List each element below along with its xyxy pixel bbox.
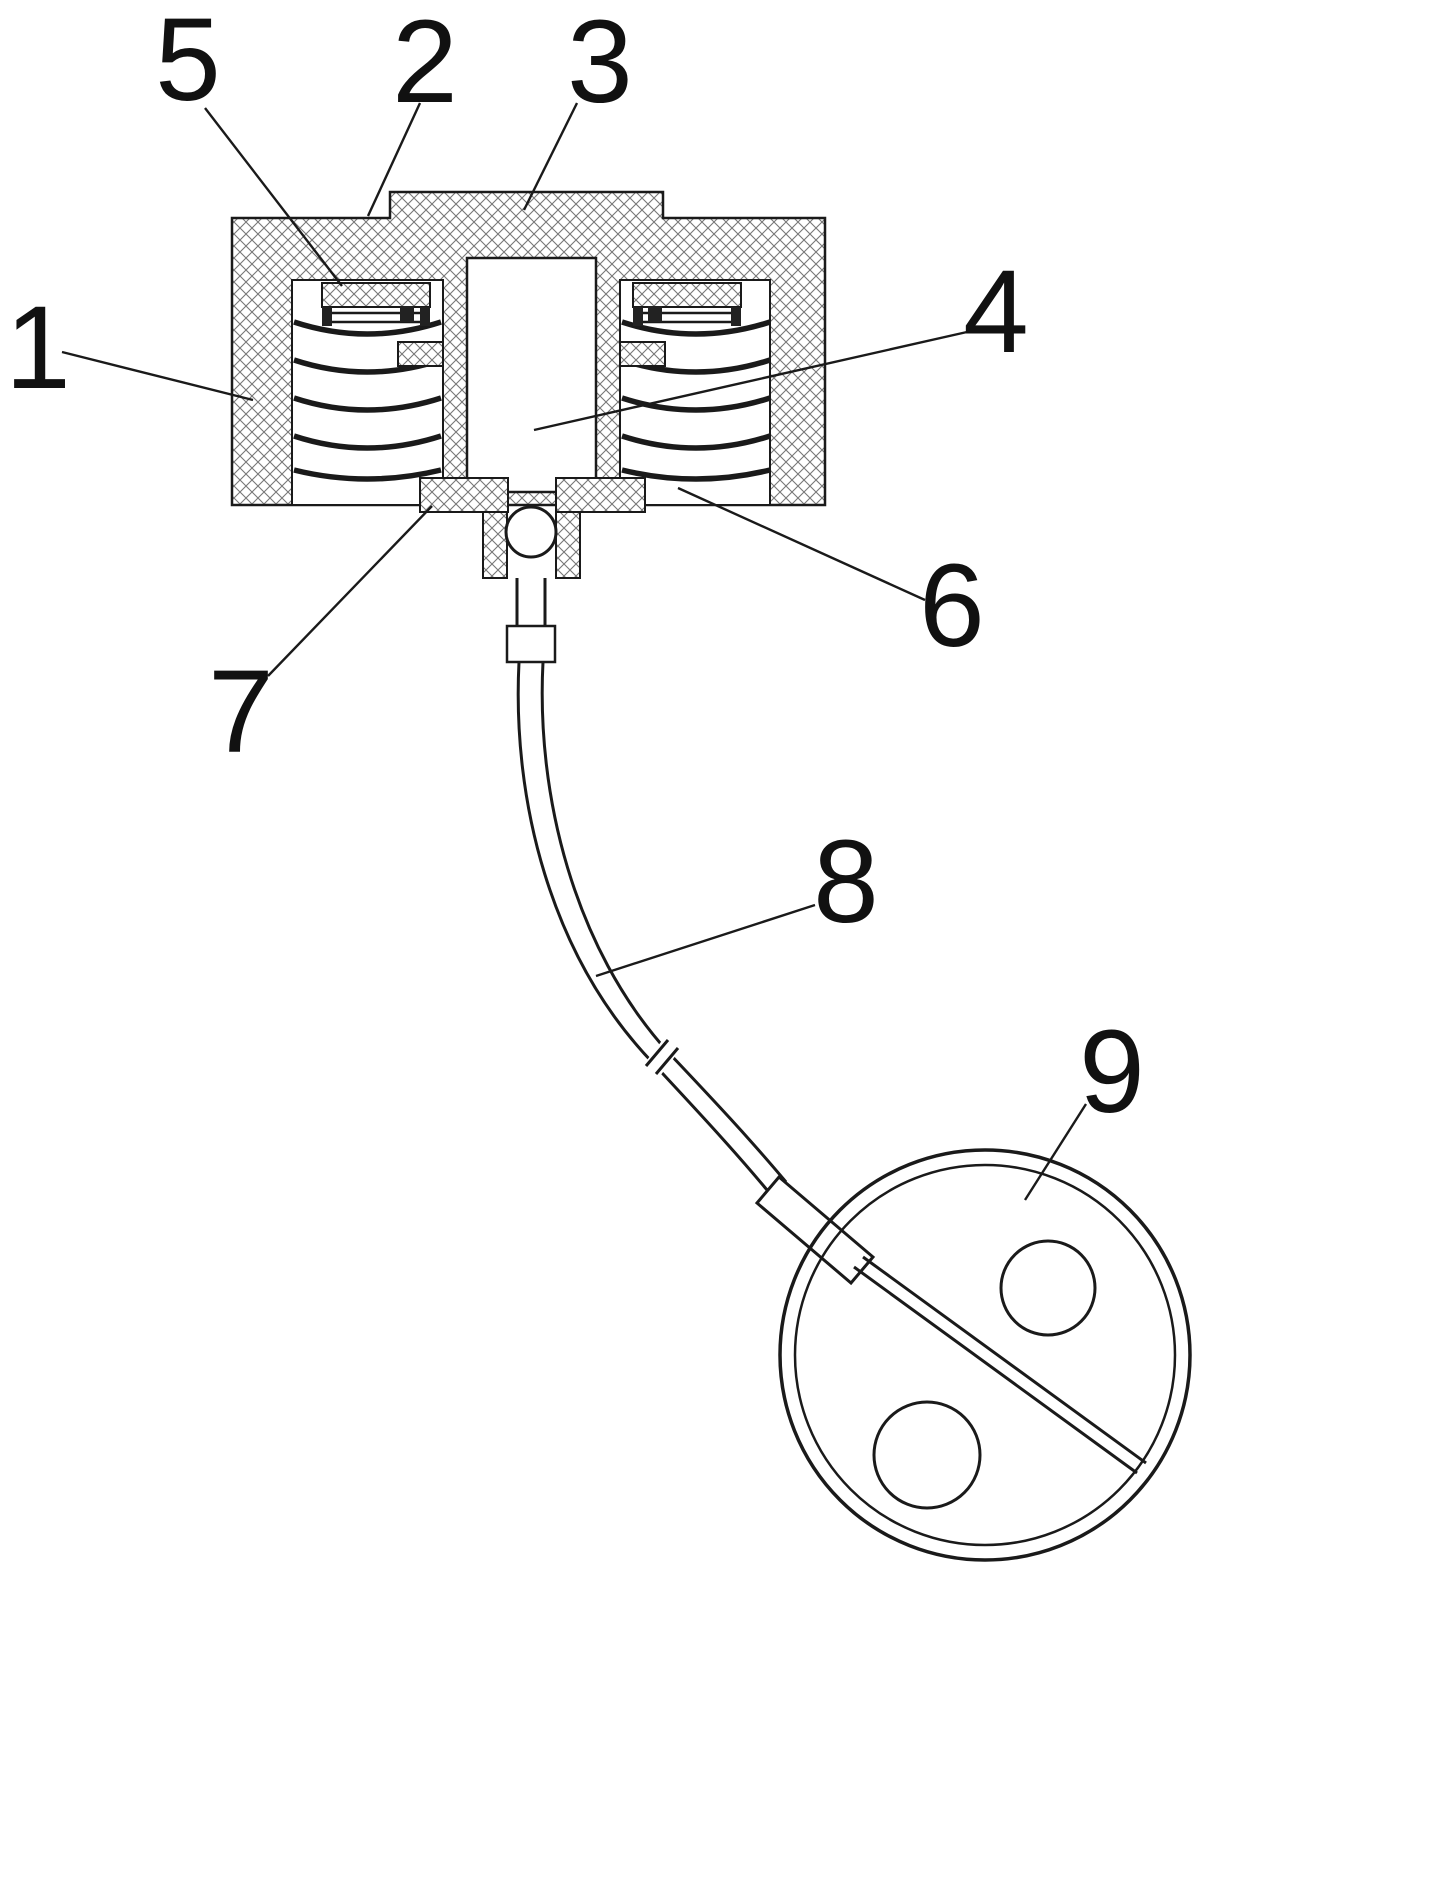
bottom-plate-right <box>555 477 646 513</box>
label-1: 1 <box>5 282 71 414</box>
wheel-hole-upper <box>999 1239 1097 1337</box>
label-5: 5 <box>155 0 221 126</box>
label-4: 4 <box>963 246 1029 378</box>
leader-line-3 <box>522 102 579 211</box>
wheel-axle-rod <box>853 1255 1147 1475</box>
label-9: 9 <box>1079 1006 1145 1138</box>
label-2: 2 <box>392 0 458 128</box>
label-6: 6 <box>919 540 985 672</box>
leader-line-1 <box>61 350 254 402</box>
spring-cavity-left <box>291 279 444 506</box>
central-piston-cavity <box>465 256 598 494</box>
leader-line-6 <box>677 486 926 602</box>
label-7: 7 <box>208 646 274 778</box>
outlet-neck-left-wall <box>482 511 508 579</box>
wheel-outer-rim <box>778 1148 1192 1562</box>
tube-break-mark <box>644 1038 680 1076</box>
tube-connector-fitting <box>505 624 557 664</box>
leader-line-5 <box>204 107 343 287</box>
leader-line-4 <box>533 330 968 432</box>
flexible-tube <box>516 661 788 1197</box>
outlet-neck-right-wall <box>555 511 581 579</box>
seal-bracket-left <box>321 282 431 326</box>
wheel-inner-rim <box>793 1163 1177 1547</box>
outlet-tube-upper <box>515 578 547 628</box>
label-3: 3 <box>567 0 633 128</box>
leader-line-8 <box>595 903 816 978</box>
wheel-hole-lower <box>872 1400 982 1510</box>
label-8: 8 <box>813 816 879 948</box>
column-flange-right <box>619 341 666 367</box>
leader-line-7 <box>267 505 433 677</box>
seal-bracket-right <box>632 282 742 326</box>
bottom-plate-left <box>419 477 509 513</box>
wheel-assembly <box>778 1148 1192 1562</box>
column-flange-left <box>397 341 444 367</box>
ball-valve <box>504 505 558 559</box>
leader-line-2 <box>366 102 422 217</box>
leader-line-9 <box>1023 1103 1088 1201</box>
